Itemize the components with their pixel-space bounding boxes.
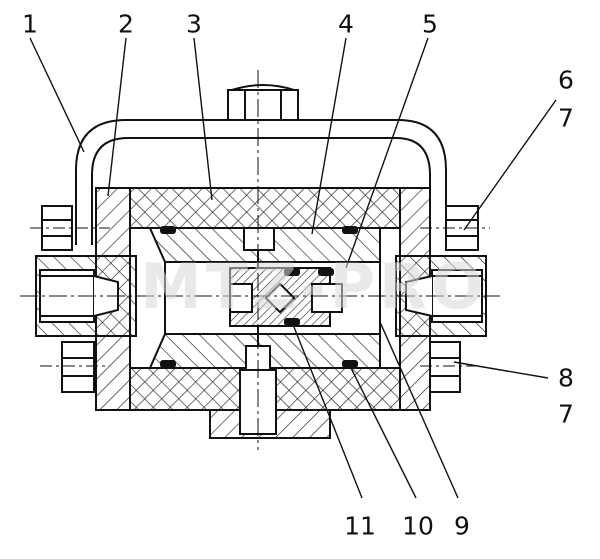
callout-7-bottom: 7 <box>558 399 574 429</box>
callout-3: 3 <box>186 9 202 39</box>
callout-9: 9 <box>454 511 470 541</box>
callout-1: 1 <box>22 9 38 39</box>
drawing-lines <box>20 70 500 450</box>
watermark: MTZ-PRO <box>140 250 488 323</box>
callout-11: 11 <box>344 511 376 541</box>
callout-10: 10 <box>402 511 434 541</box>
callout-4: 4 <box>338 9 354 39</box>
bracket <box>75 119 447 245</box>
top-nut <box>227 89 299 121</box>
upper-cover <box>129 187 401 229</box>
leader-lines <box>29 37 557 499</box>
callout-8: 8 <box>558 363 574 393</box>
callout-7-top: 7 <box>558 103 574 133</box>
callout-5: 5 <box>422 9 438 39</box>
callout-2: 2 <box>118 9 134 39</box>
callout-6: 6 <box>558 65 574 95</box>
